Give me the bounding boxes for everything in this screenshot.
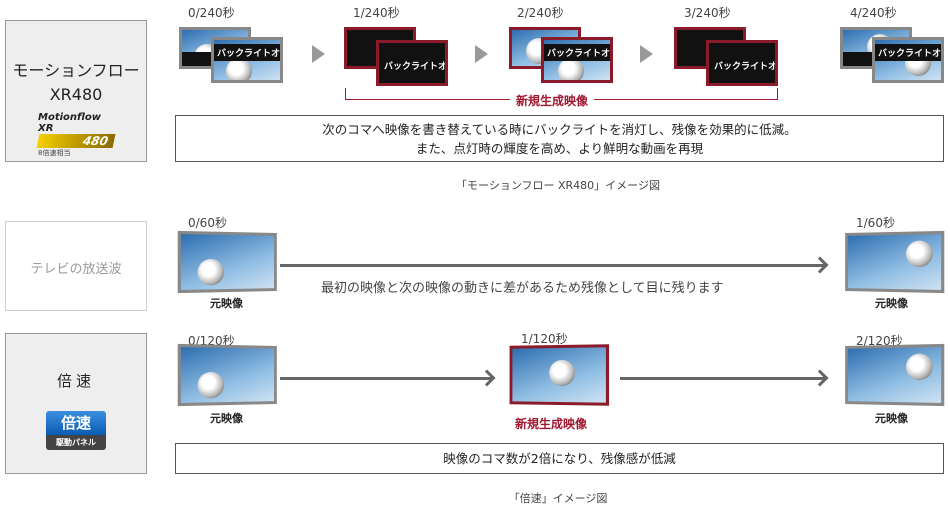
frame-image: バックライトオフ	[706, 40, 778, 86]
backlight-off-label: バックライトオフ	[711, 57, 775, 74]
arrow-line	[280, 377, 493, 380]
time-label: 1/60秒	[856, 216, 895, 230]
badge-main: 倍速	[46, 411, 106, 435]
generated-label: 新規生成映像	[515, 417, 588, 431]
frame-image: バックライトオフ	[872, 37, 944, 83]
afterimage-text: 最初の映像と次の映像の動きに差があるため残像として目に残ります	[321, 281, 724, 296]
motionflow-label-box: モーションフロー XR480 Motionflow XR 480 8倍速相当	[5, 20, 147, 162]
arrow-right-icon	[312, 45, 325, 63]
time-label: 1/120秒	[521, 332, 568, 346]
double-speed-description: 映像のコマ数が2倍になり、残像感が低減	[175, 443, 944, 474]
frame-image: バックライトオフ	[211, 37, 283, 83]
time-label: 3/240秒	[684, 6, 731, 20]
logo-number: 480	[36, 134, 116, 148]
broadcast-label-box: テレビの放送波	[5, 221, 147, 311]
arrow-head-icon	[811, 256, 829, 274]
backlight-off-label: バックライトオフ	[875, 44, 941, 61]
frame-label: 元映像	[875, 412, 908, 425]
motionflow-caption: 「モーションフロー XR480」イメージ図	[456, 179, 660, 192]
original-frame	[177, 343, 277, 407]
frame-label: 元映像	[875, 297, 908, 310]
original-frame	[845, 343, 945, 407]
backlight-off-label: バックライトオフ	[381, 57, 445, 74]
original-frame	[845, 230, 945, 294]
backlight-off-label: バックライトオフ	[544, 44, 610, 61]
time-label: 4/240秒	[850, 6, 897, 20]
description-line: 次のコマへ映像を書き替えている時にバックライトを消灯し、残像を効果的に低減。	[322, 122, 797, 137]
time-label: 0/60秒	[188, 216, 227, 230]
motionflow-title: モーションフロー	[12, 61, 140, 80]
original-frame	[177, 230, 277, 294]
time-label: 1/240秒	[353, 6, 400, 20]
motionflow-model: XR480	[49, 85, 103, 104]
frame-image: バックライトオフ	[376, 40, 448, 86]
logo-text: Motionflow XR	[38, 112, 101, 134]
backlight-off-label: バックライトオフ	[214, 44, 280, 61]
generated-label: 新規生成映像	[510, 92, 595, 109]
frame-image: バックライトオフ	[541, 37, 613, 83]
generated-frame	[509, 344, 610, 406]
arrow-head-icon	[478, 369, 496, 387]
broadcast-title: テレビの放送波	[30, 262, 122, 277]
double-speed-label-box: 倍速 倍速 駆動パネル	[5, 333, 147, 474]
arrow-right-icon	[475, 45, 488, 63]
logo-sub: 8倍速相当	[38, 149, 71, 157]
frame-label: 元映像	[210, 297, 243, 310]
frame-label: 元映像	[210, 412, 243, 425]
arrow-line	[620, 377, 826, 380]
arrow-line	[280, 264, 826, 267]
motionflow-description: 次のコマへ映像を書き替えている時にバックライトを消灯し、残像を効果的に低減。 ま…	[175, 115, 944, 162]
time-label: 0/240秒	[188, 6, 235, 20]
time-label: 2/240秒	[517, 6, 564, 20]
double-speed-title: 倍速	[56, 372, 95, 390]
badge-sub: 駆動パネル	[46, 435, 106, 450]
double-speed-badge: 倍速 駆動パネル	[46, 411, 106, 450]
arrow-head-icon	[811, 369, 829, 387]
description-line: また、点灯時の輝度を高め、より鮮明な動画を再現	[415, 141, 704, 156]
arrow-right-icon	[640, 45, 653, 63]
double-speed-caption: 「倍速」イメージ図	[508, 492, 608, 505]
motionflow-logo: Motionflow XR 480 8倍速相当	[36, 112, 116, 158]
